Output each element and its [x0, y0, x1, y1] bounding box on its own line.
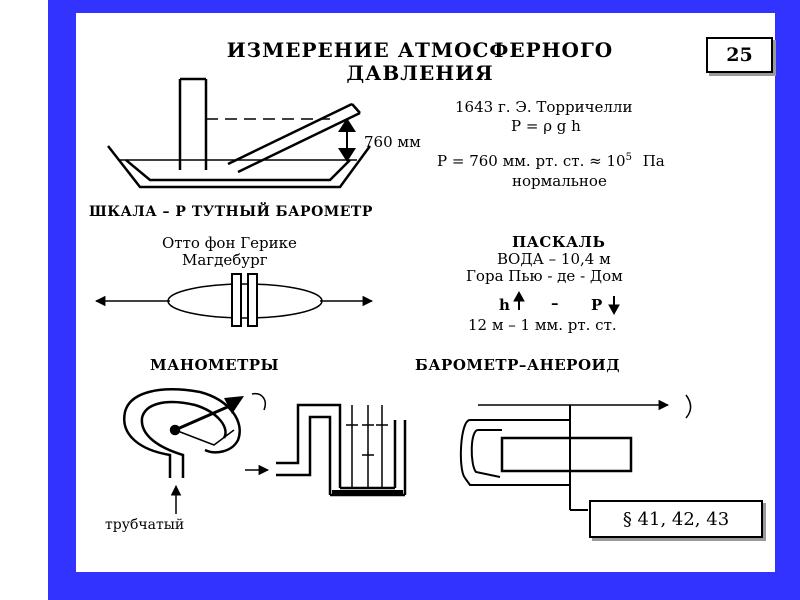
torricelli-year-author: 1643 г. Э. Торричелли	[455, 98, 633, 116]
normal-pressure-prefix: P = 760 мм. рт. ст. ≈ 10	[437, 152, 626, 170]
slide-number-badge: 25	[706, 37, 773, 73]
aneroid-heading: БАРОМЕТР–АНЕРОИД	[415, 356, 621, 374]
frame-left-border	[48, 0, 76, 600]
scale-label: ШКАЛА – Р ТУТНЫЙ БАРОМЕТР	[89, 204, 373, 220]
pascal-ratio: 12 м – 1 мм. рт. ст.	[468, 316, 617, 334]
left-margin	[0, 0, 48, 600]
aneroid-barometer-drawing	[459, 394, 692, 511]
pascal-heading: ПАСКАЛЬ	[512, 233, 606, 251]
pascal-dash: –	[551, 294, 559, 312]
normal-pressure-value: P = 760 мм. рт. ст. ≈ 105 Па	[437, 152, 665, 170]
frame-bottom-border	[48, 572, 800, 600]
manometers-heading: МАНОМЕТРЫ	[150, 356, 280, 374]
pascal-water: ВОДА – 10,4 м	[497, 250, 611, 268]
normal-word: нормальное	[512, 172, 607, 190]
paragraph-reference-box: § 41, 42, 43	[589, 500, 763, 538]
title-line-1: ИЗМЕРЕНИЕ АТМОСФЕРНОГО	[226, 38, 614, 62]
torricelli-formula: P = ρ g h	[511, 117, 581, 135]
pascal-mountain: Гора Пью - де - Дом	[466, 267, 623, 285]
frame-right-border	[775, 0, 800, 600]
tube-manometer-label: трубчатый	[105, 517, 185, 533]
pascal-arrows	[513, 290, 620, 316]
content-panel	[76, 13, 775, 572]
frame-top-border	[48, 0, 800, 13]
guericke-name: Отто фон Герике	[162, 234, 297, 252]
u-tube-manometer-drawing	[245, 403, 407, 497]
pascal-p-label: P	[591, 296, 603, 314]
pascal-h-label: h	[499, 296, 511, 314]
title-line-2: ДАВЛЕНИЯ	[346, 61, 494, 85]
normal-pressure-unit: Па	[642, 152, 665, 170]
magdeburg-hemispheres-drawing	[94, 273, 374, 327]
guericke-city: Магдебург	[182, 251, 268, 269]
torricelli-barometer-drawing	[107, 77, 372, 189]
label-760-mm: 760 мм	[364, 133, 421, 151]
tubular-manometer-drawing	[122, 388, 266, 514]
normal-pressure-exponent: 5	[625, 152, 632, 163]
